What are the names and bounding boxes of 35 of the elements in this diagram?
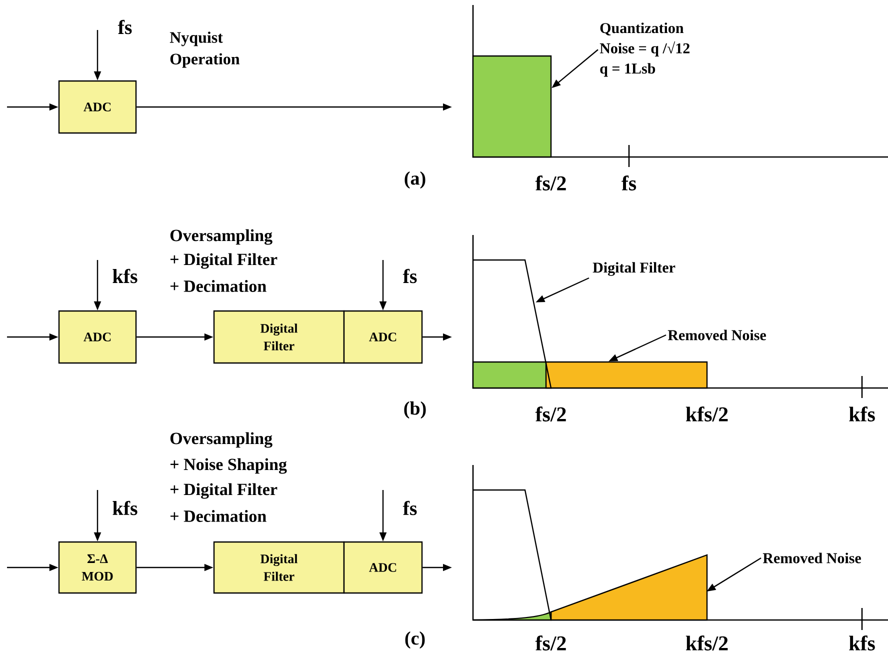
callout-text: Quantization Noise = q /√12 q = 1Lsb [600, 22, 690, 77]
clock-label: kfs [112, 268, 138, 284]
axis-tick-label: kfs [849, 406, 875, 422]
block-box: ADC [58, 80, 137, 134]
noise-area [550, 554, 708, 621]
mode-label: + Digital Filter [170, 253, 278, 269]
filter-response-curve [473, 259, 552, 388]
mode-label: Oversampling [170, 432, 272, 448]
callout-text: Digital Filter [592, 262, 676, 276]
mode-label: + Noise Shaping [170, 458, 287, 474]
callout-text: Removed Noise [668, 330, 766, 340]
noise-area [545, 361, 708, 389]
mode-label: + Digital Filter [170, 483, 278, 499]
axis-tick-label: fs [622, 176, 636, 190]
clock-label: fs [402, 500, 417, 516]
block-box: Digital Filter [213, 541, 345, 594]
mode-label: Oversampling [170, 229, 272, 245]
axis-tick-label: kfs/2 [686, 636, 728, 650]
mode-label: + Decimation [170, 280, 266, 292]
block-box: ADC [343, 310, 423, 364]
axis-tick-label: fs/2 [535, 406, 566, 422]
noise-area [472, 55, 552, 158]
block-box: ADC [343, 541, 423, 594]
axis-tick-label: kfs [849, 636, 875, 650]
clock-label: fs [118, 20, 132, 34]
callout-text: Removed Noise [762, 552, 861, 564]
mode-label: + Decimation [170, 510, 266, 522]
clock-label: fs [402, 268, 417, 284]
panel-label: (c) [405, 631, 425, 649]
clock-label: kfs [112, 500, 138, 516]
panel-label: (b) [404, 401, 426, 419]
panel-label: (a) [404, 171, 426, 189]
block-box: Σ-Δ MOD [58, 541, 137, 594]
block-box: ADC [58, 310, 137, 364]
block-box: Digital Filter [213, 310, 345, 364]
